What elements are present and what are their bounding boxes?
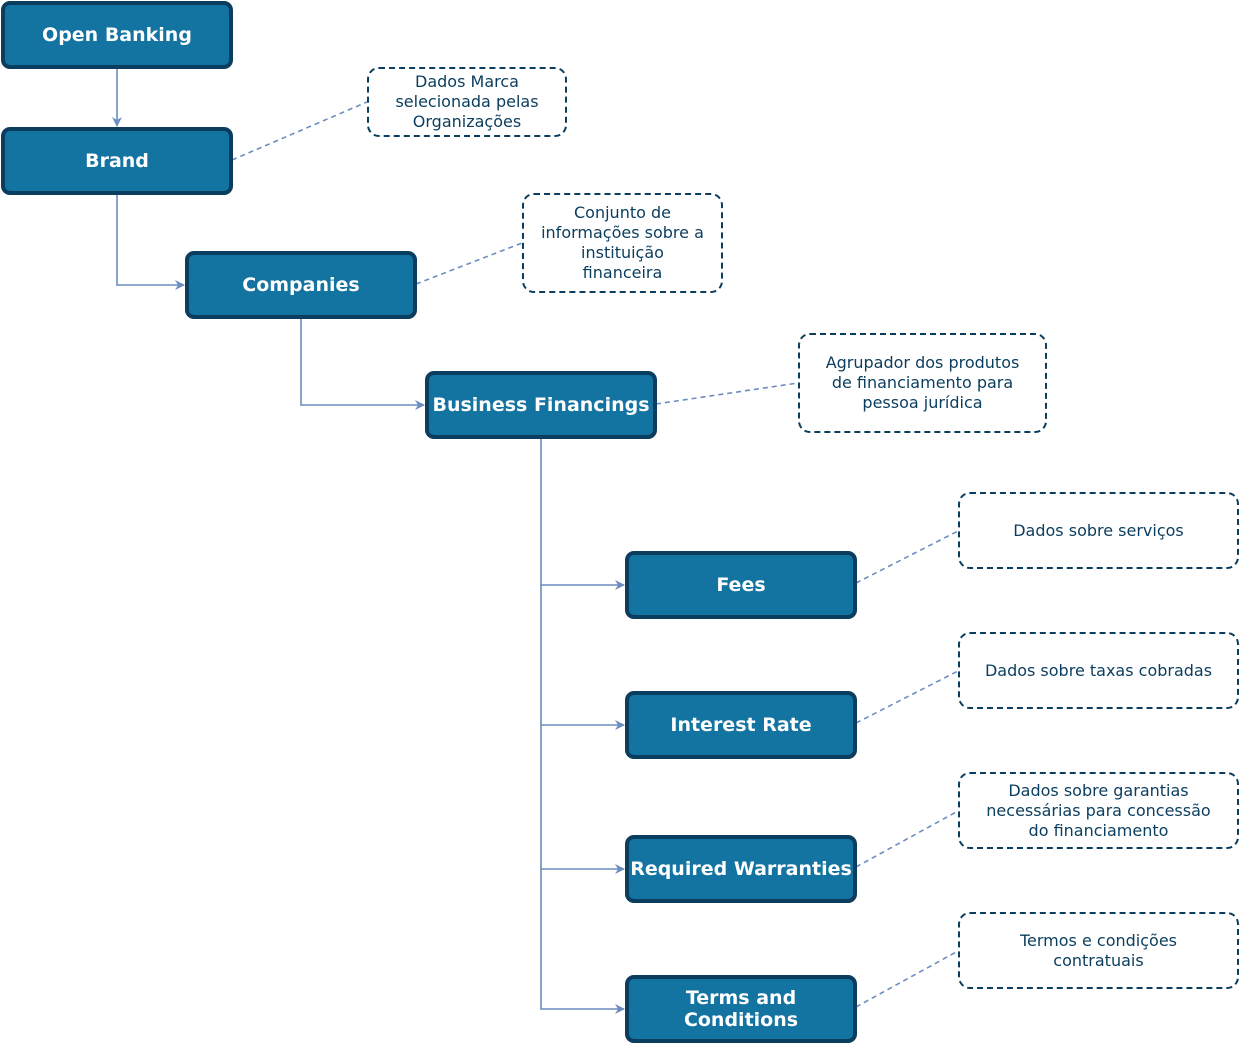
node-brand[interactable]: Brand xyxy=(1,127,233,195)
node-business-financings[interactable]: Business Financings xyxy=(425,371,657,439)
note-terms-conditions: Termos e condições contratuais xyxy=(958,912,1239,989)
node-companies[interactable]: Companies xyxy=(185,251,417,319)
note-link-required-warranties xyxy=(855,810,959,868)
node-fees[interactable]: Fees xyxy=(625,551,857,619)
edge-companies-business-financings xyxy=(300,317,425,410)
note-link-brand xyxy=(231,101,368,161)
note-interest-rate: Dados sobre taxas cobradas xyxy=(958,632,1239,709)
edge-bf-fees xyxy=(540,437,625,590)
note-fees: Dados sobre serviços xyxy=(958,492,1239,569)
note-companies: Conjunto de informações sobre a institui… xyxy=(522,193,723,293)
note-link-terms-conditions xyxy=(855,950,959,1008)
note-link-fees xyxy=(855,530,959,584)
note-business-financings: Agrupador dos produtos de financiamento … xyxy=(798,333,1047,433)
edge-brand-companies xyxy=(116,194,185,290)
note-link-companies xyxy=(415,242,523,285)
node-open-banking[interactable]: Open Banking xyxy=(1,1,233,69)
node-required-warranties[interactable]: Required Warranties xyxy=(625,835,857,903)
node-terms-conditions[interactable]: Terms and Conditions xyxy=(625,975,857,1043)
edge-bf-interest-rate xyxy=(540,585,625,730)
note-required-warranties: Dados sobre garantias necessárias para c… xyxy=(958,772,1239,849)
node-interest-rate[interactable]: Interest Rate xyxy=(625,691,857,759)
note-brand: Dados Marca selecionada pelas Organizaçõ… xyxy=(367,67,567,137)
edge-bf-required-warranties xyxy=(540,725,625,874)
note-link-business-financings xyxy=(655,382,799,405)
note-link-interest-rate xyxy=(855,670,959,724)
edge-bf-terms-conditions xyxy=(540,869,625,1014)
